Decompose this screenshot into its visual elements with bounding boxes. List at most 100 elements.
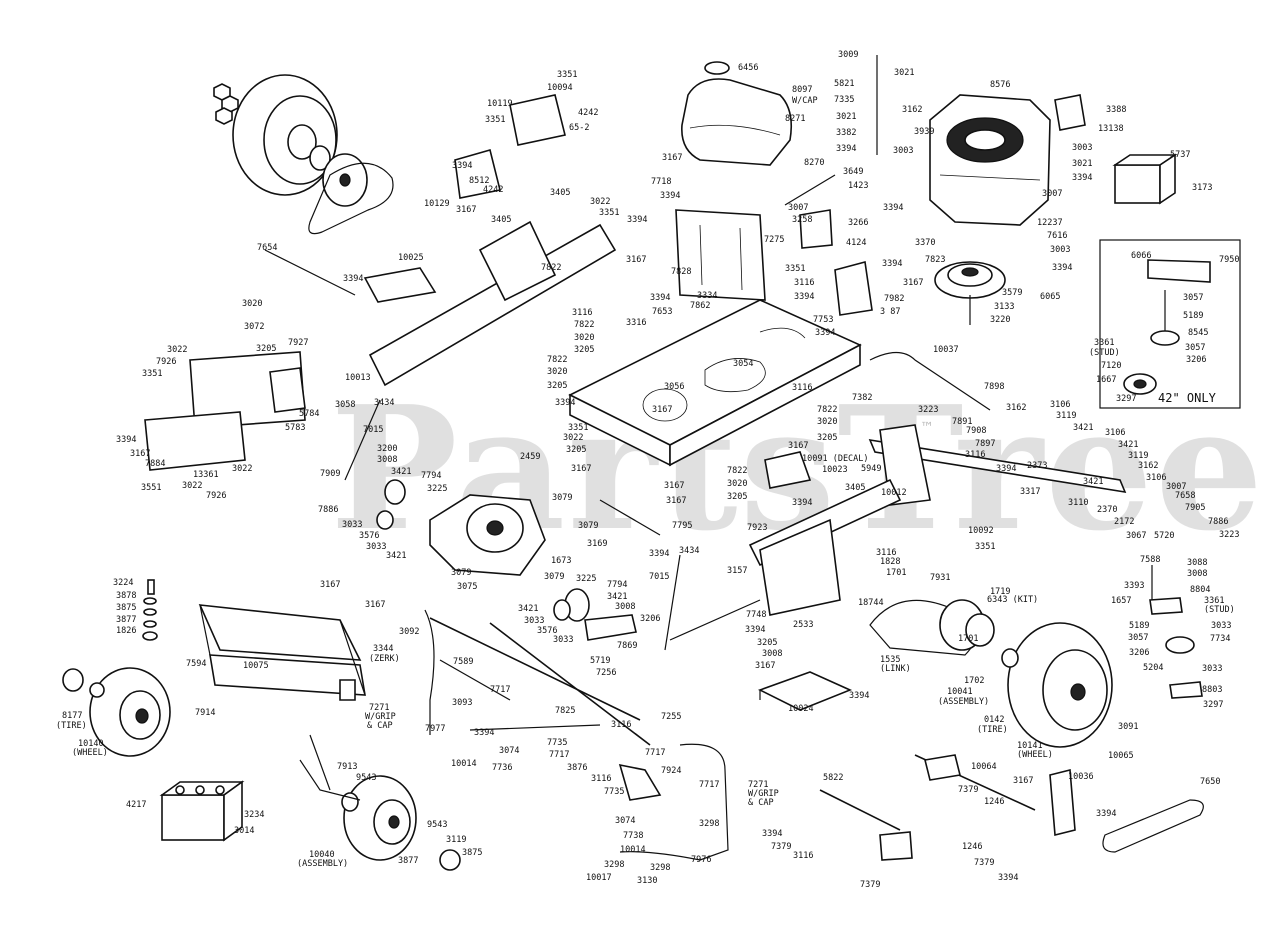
part-callout: 7822: [817, 405, 837, 415]
part-callout: 3020: [727, 479, 747, 489]
callout-labels: 335110094424210119335165-233948512424210…: [56, 50, 1239, 890]
part-callout: 1719: [990, 587, 1010, 597]
part-callout: 5720: [1154, 531, 1174, 541]
part-callout: 7256: [596, 668, 616, 678]
part-callout: 3075: [457, 582, 477, 592]
part-callout: (ASSEMBLY): [938, 697, 989, 707]
engine: [929, 94, 1051, 226]
rear-wheel-right: [1001, 622, 1113, 748]
part-callout: 3421: [518, 604, 538, 614]
part-callout: 10024: [788, 704, 814, 714]
part-callout: 3033: [1202, 664, 1222, 674]
part-callout: (WHEEL): [72, 748, 108, 758]
part-callout: 6343 (KIT): [987, 595, 1038, 605]
part-callout: 3167: [788, 441, 808, 451]
part-callout: 4217: [126, 800, 146, 810]
part-callout: 3434: [374, 398, 394, 408]
seat-bracket: [675, 209, 766, 301]
part-callout: (ASSEMBLY): [297, 859, 348, 869]
part-callout: 7650: [1200, 777, 1220, 787]
part-callout: 3074: [615, 816, 635, 826]
part-callout: 3003: [893, 146, 913, 156]
part-callout: 3205: [256, 344, 276, 354]
part-callout: 7718: [651, 177, 671, 187]
part-callout: 3297: [1116, 394, 1136, 404]
part-callout: 7909: [320, 469, 340, 479]
part-callout: 10091 (DECAL): [802, 454, 869, 464]
part-callout: 3092: [399, 627, 419, 637]
part-callout: 7015: [363, 425, 383, 435]
part-callout: 10017: [586, 873, 612, 883]
part-callout: 7794: [421, 471, 441, 481]
part-callout: 3162: [1138, 461, 1158, 471]
part-callout: 5719: [590, 656, 610, 666]
part-callout: 3022: [232, 464, 252, 474]
part-callout: 3394: [649, 549, 669, 559]
part-callout: 3133: [994, 302, 1014, 312]
part-callout: 3033: [1211, 621, 1231, 631]
part-callout: 3007: [1042, 189, 1062, 199]
part-callout: 3116: [793, 851, 813, 861]
part-callout: 1673: [551, 556, 571, 566]
part-callout: 2172: [1114, 517, 1134, 527]
part-callout: 3033: [524, 616, 544, 626]
part-callout: 3421: [607, 592, 627, 602]
part-callout: 12237: [1037, 218, 1063, 228]
part-callout: 7717: [549, 750, 569, 760]
part-callout: 5822: [823, 773, 843, 783]
part-callout: 3394: [815, 328, 835, 338]
part-callout: 1246: [962, 842, 982, 852]
part-callout: 7379: [974, 858, 994, 868]
part-callout: 7795: [672, 521, 692, 531]
part-callout: 7255: [661, 712, 681, 722]
part-callout: 3033: [342, 520, 362, 530]
part-callout: 5949: [861, 464, 881, 474]
part-callout: 7748: [746, 610, 766, 620]
part-callout: 6066: [1131, 251, 1151, 261]
part-callout: 3394: [836, 144, 856, 154]
part-callout: 3021: [836, 112, 856, 122]
part-callout: 3022: [590, 197, 610, 207]
part-callout: 3054: [733, 359, 753, 369]
left-frame-rail: [368, 220, 617, 387]
part-callout: 3405: [845, 483, 865, 493]
part-callout: 7794: [607, 580, 627, 590]
part-callout: 7658: [1175, 491, 1195, 501]
part-callout: 3116: [965, 450, 985, 460]
part-callout: 3067: [1126, 531, 1146, 541]
part-callout: 3225: [427, 484, 447, 494]
part-callout: 3344: [373, 644, 393, 654]
part-callout: 5784: [299, 409, 319, 419]
part-callout: 3056: [664, 382, 684, 392]
part-callout: 3939: [914, 127, 934, 137]
part-callout: 3072: [244, 322, 264, 332]
part-callout: 3551: [141, 483, 161, 493]
part-callout: 3205: [727, 492, 747, 502]
part-callout: 3405: [550, 188, 570, 198]
part-callout: 1667: [1096, 375, 1116, 385]
part-callout: 3003: [1072, 143, 1092, 153]
part-callout: 10037: [933, 345, 959, 355]
part-callout: 3394: [452, 161, 472, 171]
part-callout: & CAP: [367, 721, 393, 731]
part-callout: 3116: [611, 720, 631, 730]
part-callout: 3169: [587, 539, 607, 549]
part-callout: 8576: [990, 80, 1010, 90]
part-callout: 3167: [755, 661, 775, 671]
part-callout: 3334: [697, 291, 717, 301]
part-callout: 3167: [456, 205, 476, 215]
part-callout: 3167: [320, 580, 340, 590]
part-callout: 3033: [366, 542, 386, 552]
part-callout: 7654: [257, 243, 277, 253]
part-callout: 3167: [652, 405, 672, 415]
part-callout: 6456: [738, 63, 758, 73]
part-callout: 7736: [492, 763, 512, 773]
part-callout: 3021: [894, 68, 914, 78]
part-callout: 3394: [849, 691, 869, 701]
part-callout: (LINK): [880, 664, 911, 674]
part-callout: 3405: [491, 215, 511, 225]
part-callout: 1826: [116, 626, 136, 636]
part-callout: 4242: [578, 108, 598, 118]
part-callout: 3167: [130, 449, 150, 459]
part-callout: 3003: [1050, 245, 1070, 255]
